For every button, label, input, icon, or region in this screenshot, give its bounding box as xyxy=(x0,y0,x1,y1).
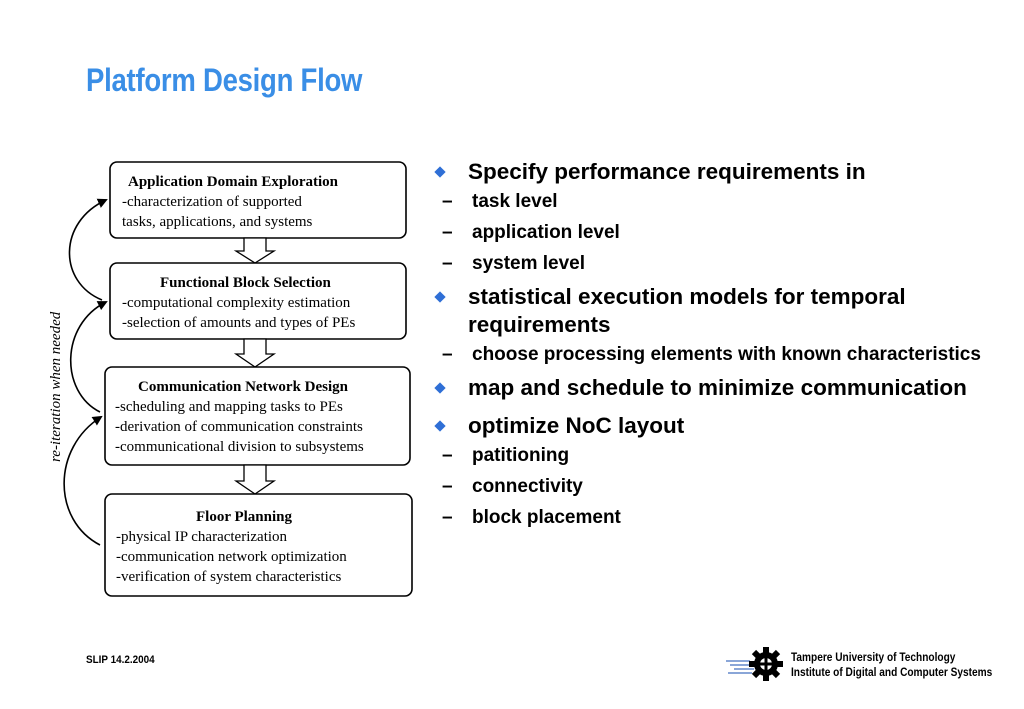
sub-item-text: block placement xyxy=(472,507,621,528)
bullet-item: map and schedule to minimize communicati… xyxy=(432,374,1012,402)
bullet-item: optimize NoC layout xyxy=(432,412,1012,440)
feedback-arrow xyxy=(63,415,103,546)
down-arrow xyxy=(233,464,277,495)
sub-item-text: system level xyxy=(472,253,586,274)
box-line: -communicational division to subsystems xyxy=(115,439,364,455)
flow-box-communication-network: Communication Network Design -scheduling… xyxy=(104,366,411,466)
sub-item: –connectivity xyxy=(432,475,1012,499)
slide-title: Platform Design Flow xyxy=(86,62,363,98)
sub-item-text: application level xyxy=(472,222,620,243)
sub-item: –system level xyxy=(432,252,1012,276)
box-title: Functional Block Selection xyxy=(160,275,331,291)
down-arrow xyxy=(233,338,277,368)
footer-date: SLIP 14.2.2004 xyxy=(86,654,155,666)
sub-item: –block placement xyxy=(432,506,1012,530)
down-arrow xyxy=(233,237,277,264)
bullet-item: Specify performance requirements in xyxy=(432,158,1012,186)
box-title: Application Domain Exploration xyxy=(128,174,339,190)
sub-list: –choose processing elements with known c… xyxy=(432,343,1012,367)
box-title: Floor Planning xyxy=(196,509,292,525)
dash-icon: – xyxy=(442,222,453,243)
sub-item-text: choose processing elements with known ch… xyxy=(472,344,981,365)
sub-item-text: patitioning xyxy=(472,445,570,466)
feedback-arrow xyxy=(69,301,108,413)
box-line: tasks, applications, and systems xyxy=(122,214,313,230)
institution-name: Tampere University of Technology xyxy=(791,652,956,664)
institute-name: Institute of Digital and Computer System… xyxy=(791,667,993,679)
diamond-bullet-icon xyxy=(434,420,446,432)
bullet-text: statistical execution models for tempora… xyxy=(468,284,906,337)
dash-icon: – xyxy=(442,191,453,212)
sub-item-text: task level xyxy=(472,191,558,212)
dash-icon: – xyxy=(442,253,453,274)
bullet-text: optimize NoC layout xyxy=(468,413,685,438)
sub-item: –task level xyxy=(432,190,1012,214)
footer-institution: Tampere University of Technology Institu… xyxy=(791,651,992,681)
sub-list: –patitioning –connectivity –block placem… xyxy=(432,444,1012,530)
diamond-bullet-icon xyxy=(434,291,446,303)
bullet-text: Specify performance requirements in xyxy=(468,159,866,184)
box-line: -physical IP characterization xyxy=(116,529,288,545)
box-title: Communication Network Design xyxy=(138,379,349,395)
box-line: -communication network optimization xyxy=(116,549,347,565)
flow-box-functional-block: Functional Block Selection -computationa… xyxy=(109,262,407,340)
box-line: -scheduling and mapping tasks to PEs xyxy=(115,399,343,415)
diamond-bullet-icon xyxy=(434,382,446,394)
bullet-list: Specify performance requirements in –tas… xyxy=(432,158,1012,537)
flow-box-floor-planning: Floor Planning -physical IP characteriza… xyxy=(104,493,413,597)
dash-icon: – xyxy=(442,344,453,365)
dash-icon: – xyxy=(442,476,453,497)
sub-list: –task level –application level –system l… xyxy=(432,190,1012,276)
diamond-bullet-icon xyxy=(434,166,446,178)
box-line: -characterization of supported xyxy=(122,194,302,210)
flow-box-application-domain: Application Domain Exploration -characte… xyxy=(109,161,407,239)
sub-item: –application level xyxy=(432,221,1012,245)
dash-icon: – xyxy=(442,507,453,528)
sub-item: –patitioning xyxy=(432,444,1012,468)
sub-item-text: connectivity xyxy=(472,476,583,497)
sub-item: –choose processing elements with known c… xyxy=(432,343,1012,367)
box-line: -computational complexity estimation xyxy=(122,295,351,311)
bullet-text: map and schedule to minimize communicati… xyxy=(468,375,967,400)
feedback-arrow xyxy=(68,198,108,301)
university-logo-icon xyxy=(726,647,783,681)
box-line: -selection of amounts and types of PEs xyxy=(122,315,355,331)
box-line: -verification of system characteristics xyxy=(116,569,341,585)
box-line: -derivation of communication constraints xyxy=(115,419,363,435)
dash-icon: – xyxy=(442,445,453,466)
reiteration-note: re-iteration when needed xyxy=(48,311,64,462)
bullet-item: statistical execution models for tempora… xyxy=(432,283,1012,339)
